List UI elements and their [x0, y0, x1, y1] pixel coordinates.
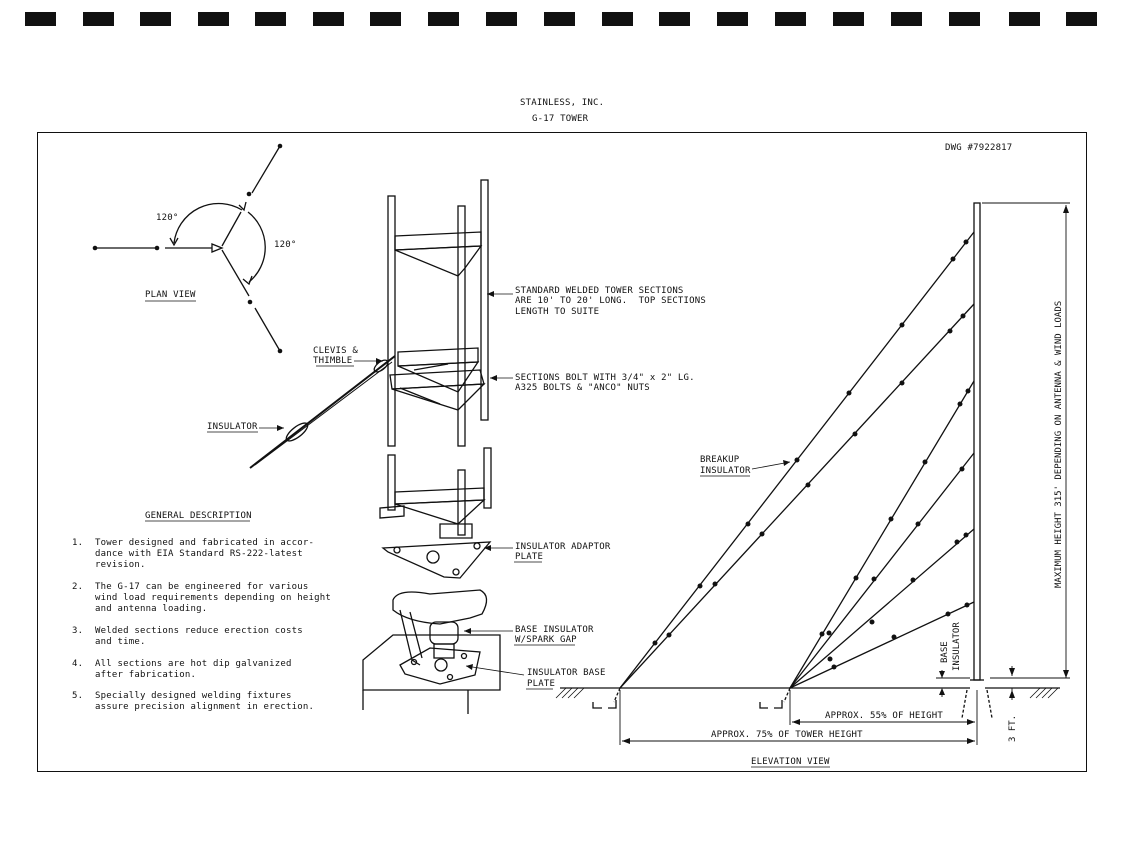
breakup-insulator-label: BREAKUP [700, 455, 740, 465]
edge-dash [775, 12, 806, 26]
edge-dash [833, 12, 864, 26]
three-ft-label: 3 FT. [1008, 714, 1018, 742]
edge-dash [83, 12, 114, 26]
base-insulator-assembly [362, 589, 501, 714]
item-text: and antenna loading. [95, 604, 208, 614]
item-text: dance with EIA Standard RS-222-latest [95, 549, 303, 559]
insulator-label: INSULATOR [207, 422, 258, 432]
bolt-note: SECTIONS BOLT WITH 3/4" x 2" LG. [515, 373, 695, 383]
guy-wire-detail [249, 355, 396, 469]
breakup-insulator-label: INSULATOR [700, 466, 751, 476]
item-number: 2. [72, 582, 84, 592]
clevis-label: CLEVIS & [313, 346, 358, 356]
edge-dash [544, 12, 575, 26]
item-text: Specially designed welding fixtures [95, 691, 292, 701]
item-text: Welded sections reduce erection costs [95, 626, 303, 636]
edge-dash [313, 12, 344, 26]
sections-note: LENGTH TO SUITE [515, 307, 600, 317]
drawing-number: DWG #7922817 [945, 143, 1013, 153]
sections-note: ARE 10' TO 20' LONG. TOP SECTIONS [515, 296, 707, 306]
item-number: 1. [72, 538, 84, 548]
item-text: Tower designed and fabricated in accor- [95, 538, 315, 548]
item-number: 3. [72, 626, 84, 636]
base-insulator-vertical-label: INSULATOR [952, 622, 962, 671]
edge-dash [140, 12, 171, 26]
plan-angle-label: 120° [274, 240, 297, 250]
edge-dash [659, 12, 690, 26]
edge-dash [717, 12, 748, 26]
ground-line [555, 687, 1060, 719]
tower-section-lower [379, 447, 492, 539]
edge-dash [949, 12, 980, 26]
dimension-55-label: APPROX. 55% OF HEIGHT [825, 711, 943, 721]
adaptor-plate-label: INSULATOR ADAPTOR [515, 542, 611, 552]
general-description-title: GENERAL DESCRIPTION [145, 511, 252, 521]
dimension-lines [619, 202, 1070, 745]
item-text: The G-17 can be engineered for various [95, 582, 309, 592]
base-plate-label: INSULATOR BASE [527, 668, 606, 678]
base-insulator-vertical-label: BASE [940, 641, 950, 663]
plan-view-title: PLAN VIEW [145, 290, 196, 300]
guy-insulators [652, 239, 971, 670]
clevis-label: THIMBLE [313, 356, 353, 366]
max-height-label: MAXIMUM HEIGHT 315' DEPENDING ON ANTENNA… [1054, 300, 1064, 588]
item-text: after fabrication. [95, 670, 197, 680]
drawing-frame [37, 132, 1087, 772]
bolt-note: A325 BOLTS & "ANCO" NUTS [515, 383, 650, 393]
item-number: 4. [72, 659, 84, 669]
base-insulator-label: BASE INSULATOR [515, 625, 594, 635]
elevation-tower [970, 202, 984, 681]
edge-dash [1066, 12, 1097, 26]
plan-angle-label: 120° [156, 213, 179, 223]
item-text: and time. [95, 637, 146, 647]
edge-dash [198, 12, 229, 26]
edge-dash [1009, 12, 1040, 26]
edge-dash [891, 12, 922, 26]
plan-view-diagram [95, 145, 281, 352]
insulator-adaptor-plate [381, 541, 492, 579]
base-insulator-label: W/SPARK GAP [515, 635, 577, 645]
tower-section-upper [387, 179, 489, 447]
edge-dash [486, 12, 517, 26]
dimension-75-label: APPROX. 75% OF TOWER HEIGHT [711, 730, 863, 740]
company-name: STAINLESS, INC. [520, 98, 605, 108]
edge-dash [255, 12, 286, 26]
edge-dash [25, 12, 56, 26]
item-text: All sections are hot dip galvanized [95, 659, 292, 669]
edge-dash [370, 12, 401, 26]
base-plate-label: PLATE [527, 679, 556, 689]
item-text: wind load requirements depending on heig… [95, 593, 331, 603]
edge-dash [602, 12, 633, 26]
drawing-title: G-17 TOWER [532, 114, 589, 124]
item-number: 5. [72, 691, 84, 701]
edge-dash [428, 12, 459, 26]
elevation-view-title: ELEVATION VIEW [751, 757, 830, 767]
adaptor-plate-label: PLATE [515, 552, 544, 562]
item-text: assure precision alignment in erection. [95, 702, 315, 712]
item-text: revision. [95, 560, 146, 570]
sections-note: STANDARD WELDED TOWER SECTIONS [515, 286, 684, 296]
